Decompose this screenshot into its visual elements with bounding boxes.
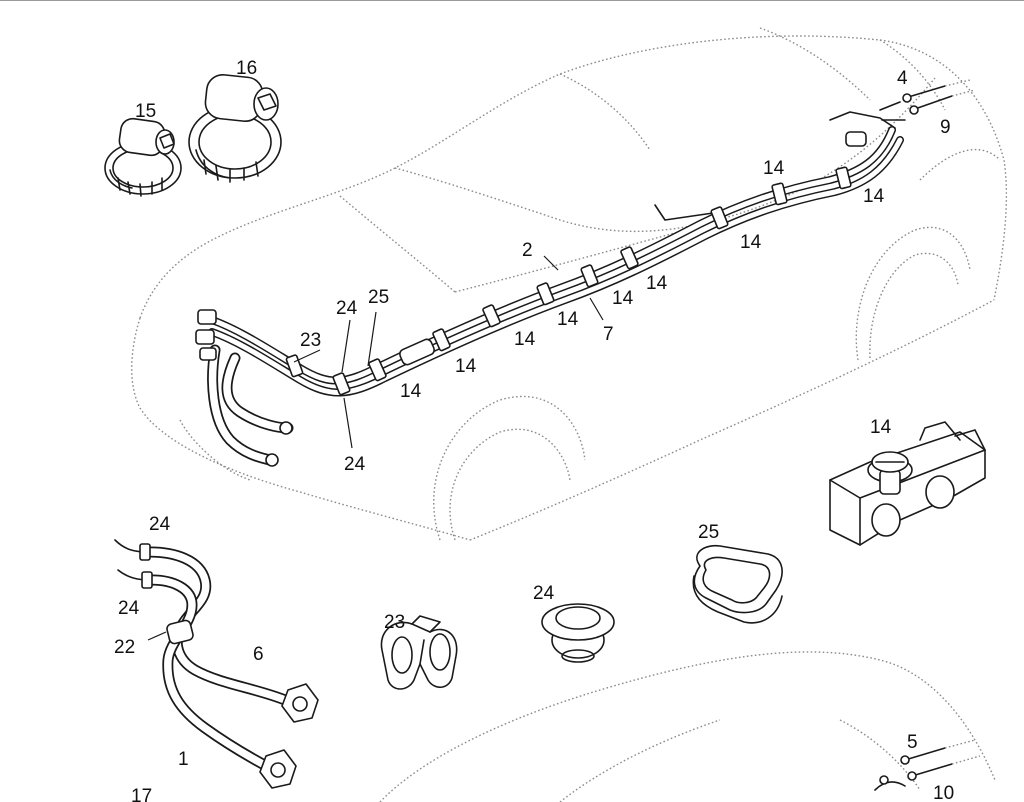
pipe-clip-14-detail [829,421,986,546]
top-border-line [0,0,1024,1]
label-2: 2 [522,240,533,261]
label-14-c: 14 [740,232,762,253]
label-14-e: 14 [612,288,634,309]
label-14-g: 14 [514,329,536,350]
label-24-b: 24 [344,454,366,475]
label-14-d: 14 [646,273,668,294]
label-9: 9 [940,117,951,138]
callout-labels: 15 16 4 9 14 14 14 2 14 14 14 7 14 14 14… [114,58,954,802]
label-22: 22 [114,637,135,658]
label-23-a: 23 [300,330,321,351]
hose-assembly-lower [114,539,319,789]
label-14-a: 14 [763,158,785,179]
label-24-c: 24 [149,514,171,535]
car-outline-upper [131,27,1008,541]
label-15: 15 [135,101,156,122]
label-25-a: 25 [368,287,389,308]
car-outline-lower [379,651,996,802]
label-14-i: 14 [400,381,422,402]
clip-23-detail [380,615,458,690]
grommet-25-detail [692,544,783,624]
label-14-f: 14 [557,309,579,330]
label-14-b: 14 [863,186,885,207]
label-5: 5 [907,732,918,753]
label-24-e: 24 [533,583,555,604]
hose-clamp-16 [188,73,282,183]
label-6: 6 [253,644,264,665]
label-14-h: 14 [455,356,477,377]
label-25-b: 25 [698,522,719,543]
label-1: 1 [178,749,189,770]
label-7: 7 [603,324,614,345]
label-10: 10 [933,783,954,802]
hose-clamp-15 [104,117,182,197]
fuel-pipe-assembly [195,79,976,467]
label-23-b: 23 [384,612,405,633]
label-17: 17 [131,786,152,802]
pipe-ends-lower-right [874,739,981,791]
label-24-d: 24 [118,598,140,619]
grommet-24-detail [541,603,615,663]
leader-lines [147,255,604,641]
label-14-detail: 14 [870,417,892,438]
label-16: 16 [236,58,257,79]
label-4: 4 [897,68,908,89]
label-24-a: 24 [336,298,358,319]
